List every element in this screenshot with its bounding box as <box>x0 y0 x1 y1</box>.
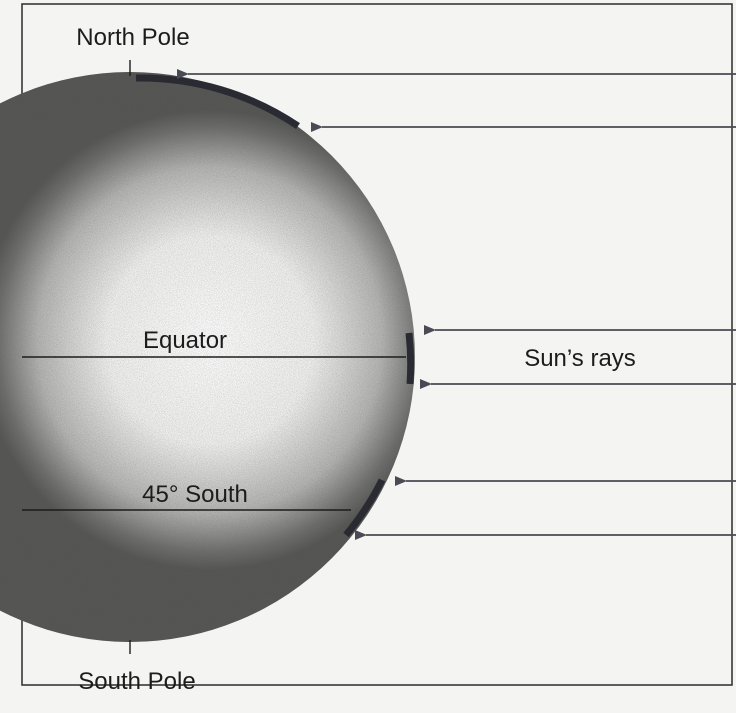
suns-rays-label: Sun’s rays <box>524 345 636 372</box>
latitude-45-insolation-arc <box>343 478 386 538</box>
north-pole-label: North Pole <box>76 24 189 51</box>
south-pole-label: South Pole <box>78 668 195 695</box>
equator-label: Equator <box>143 327 227 354</box>
equator-insolation-arc <box>405 332 415 385</box>
earth-stipple-texture <box>0 72 415 642</box>
latitude-45-south-label: 45° South <box>142 481 248 508</box>
north-pole-insolation-arc <box>135 74 300 129</box>
earth-globe <box>0 72 415 642</box>
sun-rays <box>177 69 736 540</box>
